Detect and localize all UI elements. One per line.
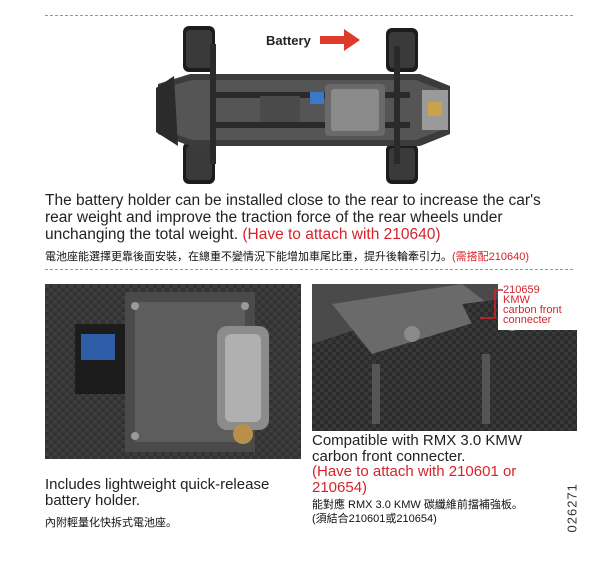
middle-divider [45, 269, 573, 270]
part-number: 026271 [564, 483, 580, 533]
bottom-right-caption-text: Compatible with RMX 3.0 KMW carbon front… [312, 432, 523, 465]
bottom-right-caption-note: (Have to attach with 210601 or 210654) [312, 463, 517, 496]
arrow-right-icon [320, 29, 360, 51]
bottom-right-caption-zh-line2: (須結合210601或210654) [312, 513, 437, 525]
battery-holder-photo [45, 284, 301, 459]
callout-box [498, 284, 577, 330]
top-caption-zh-note: (需搭配210640) [452, 251, 530, 263]
top-caption-zh: 電池座能選擇更靠後面安裝，在總重不變情況下能增加車尾比重，提升後輪牽引力。(需搭… [45, 248, 575, 264]
top-caption-note: (Have to attach with 210640) [242, 226, 441, 243]
top-caption-text: The battery holder can be installed clos… [45, 192, 541, 243]
callout-line3: connecter [503, 314, 552, 326]
callout-line1: KMW [503, 294, 530, 306]
top-caption: The battery holder can be installed clos… [45, 192, 570, 243]
bottom-left-caption: Includes lightweight quick-release batte… [45, 476, 270, 509]
callout-label: 210659 KMW carbon front connecter [503, 284, 562, 326]
bottom-left-caption-zh: 內附輕量化快拆式電池座。 [45, 517, 177, 529]
callout-number: 210659 [503, 284, 540, 296]
callout-line2: carbon front [503, 304, 562, 316]
bottom-right-caption-zh-line1: 能對應 RMX 3.0 KMW 碳纖維前擋補強板。 [312, 499, 523, 511]
chassis-top-view [150, 22, 460, 187]
callout-leader [478, 288, 508, 322]
bottom-right-caption: Compatible with RMX 3.0 KMW carbon front… [312, 433, 567, 495]
battery-label: Battery [266, 33, 311, 48]
top-divider [45, 15, 573, 16]
bottom-right-caption-zh: 能對應 RMX 3.0 KMW 碳纖維前擋補強板。 (須結合210601或210… [312, 498, 562, 526]
top-caption-zh-text: 電池座能選擇更靠後面安裝，在總重不變情況下能增加車尾比重，提升後輪牽引力。 [45, 251, 452, 263]
